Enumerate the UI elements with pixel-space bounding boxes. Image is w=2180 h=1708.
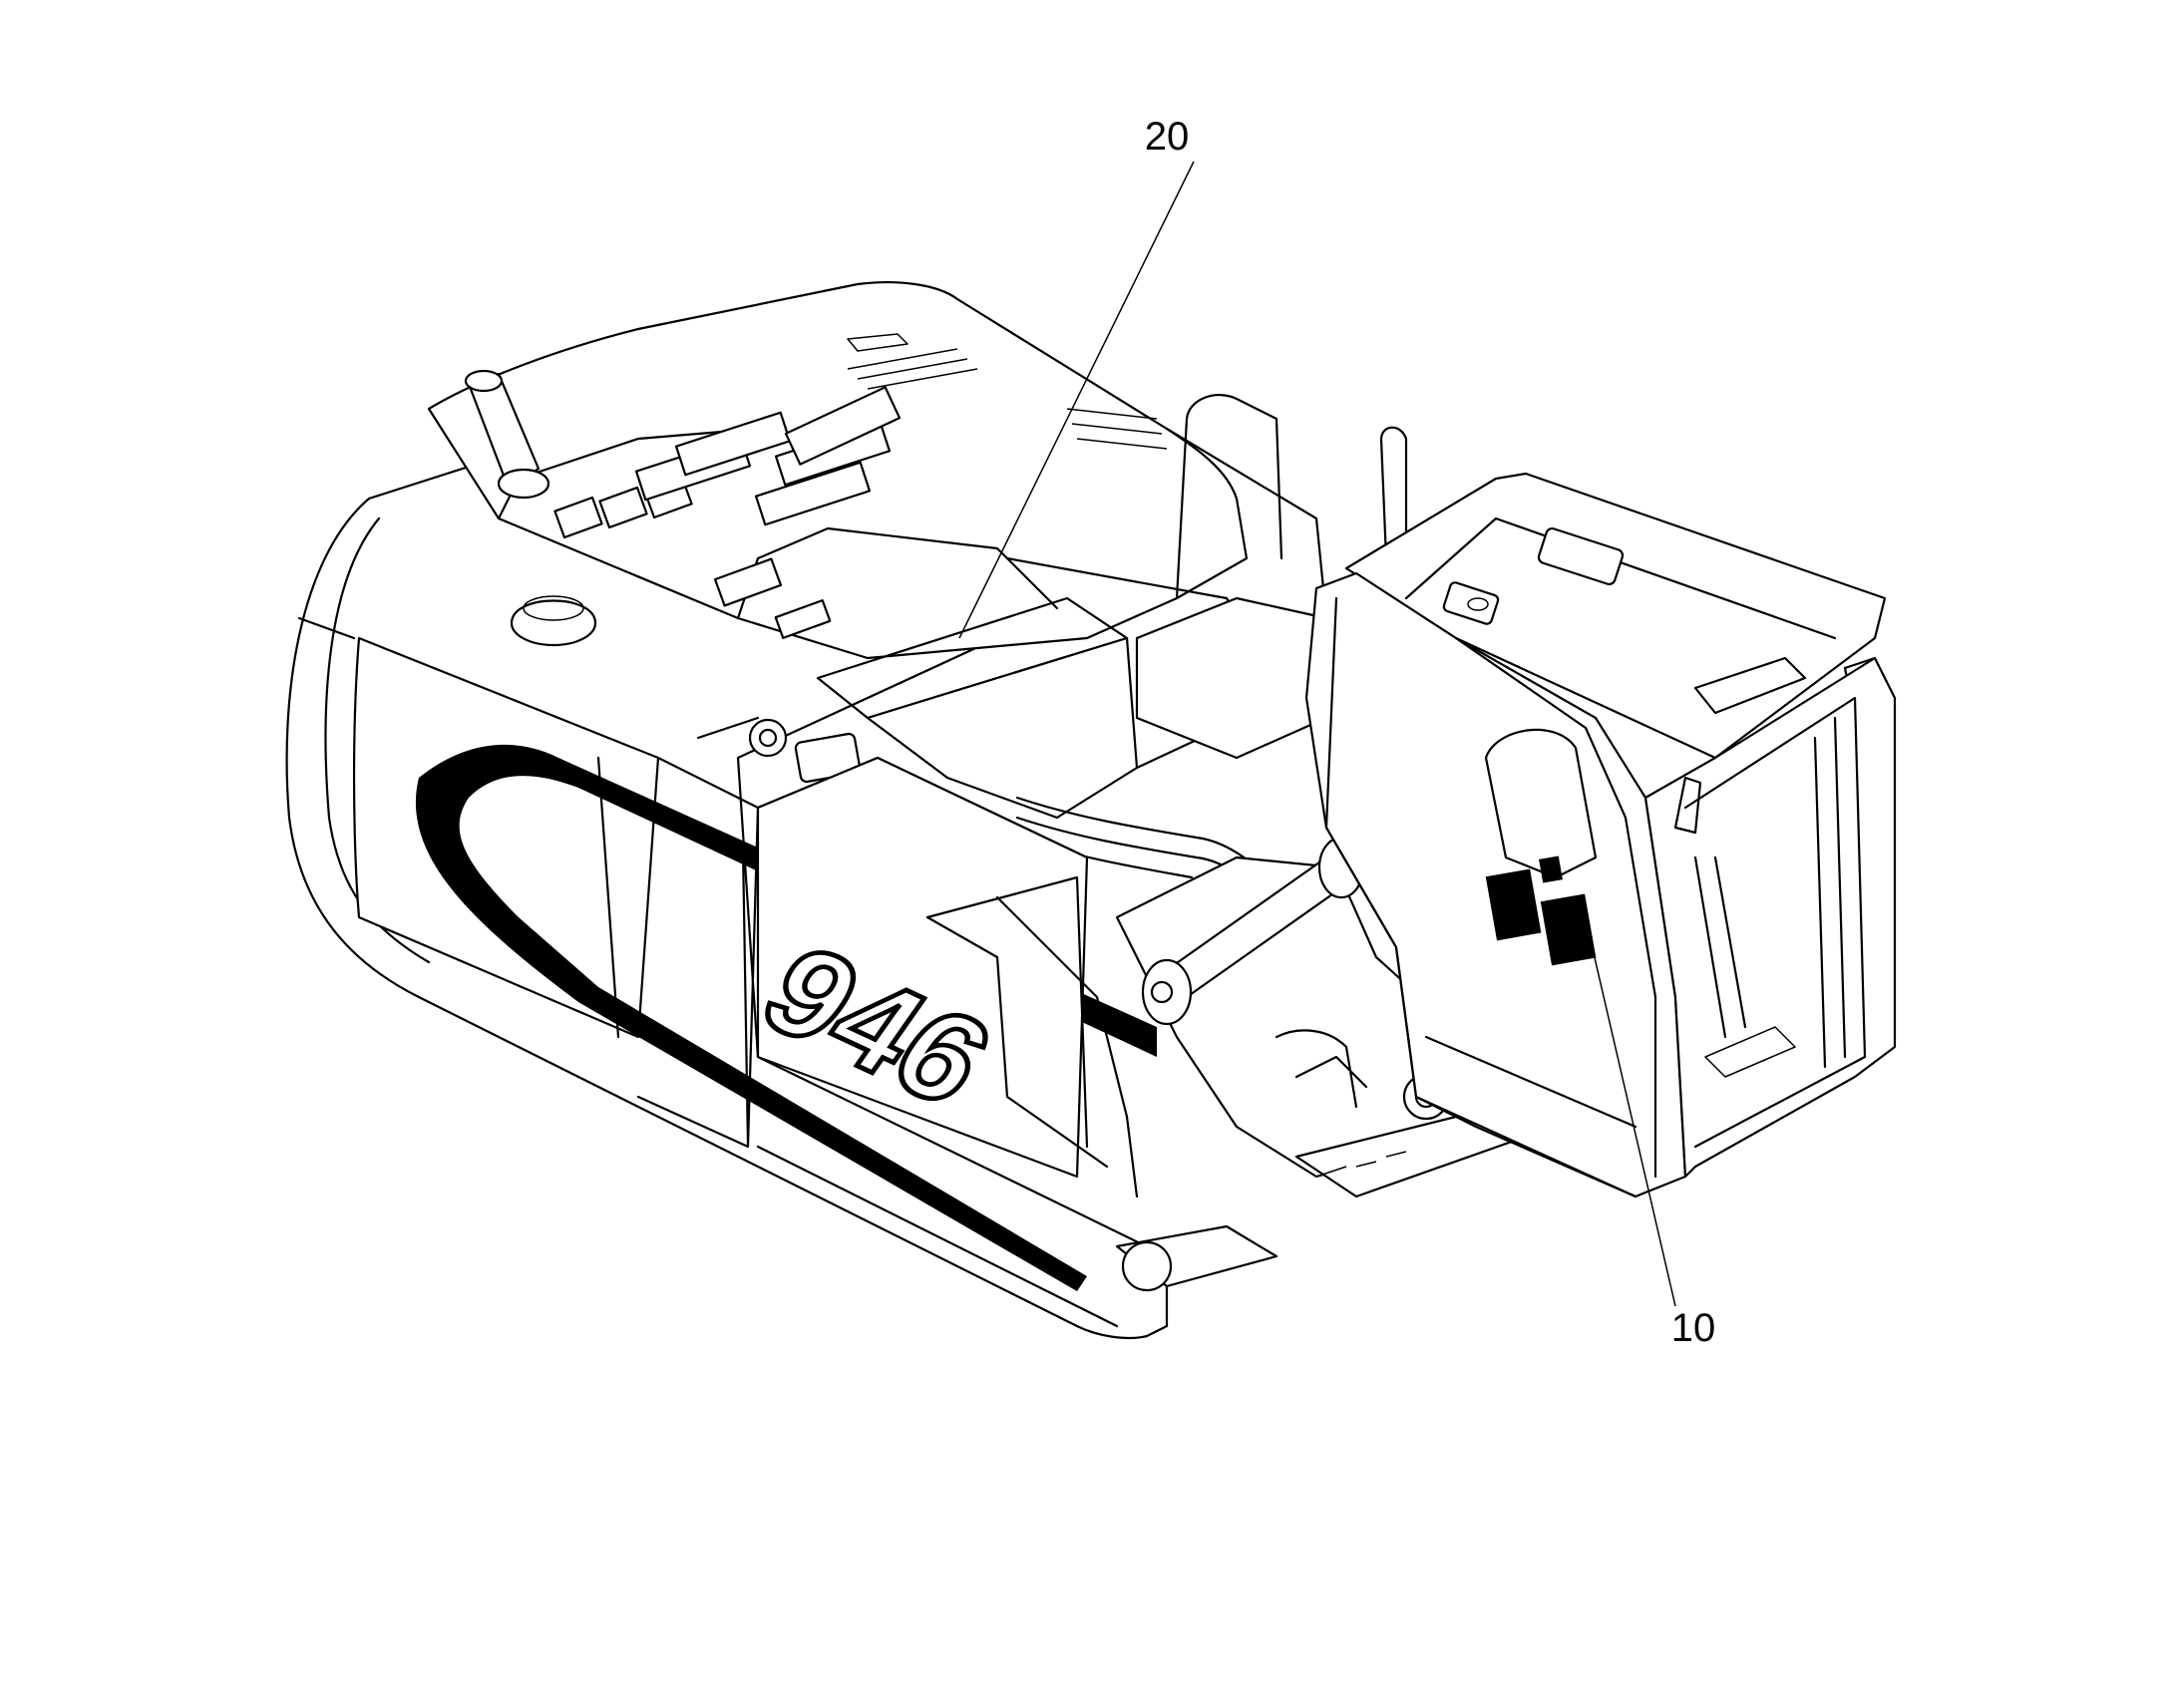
operator-cab xyxy=(1304,472,1897,1198)
exhaust-stack xyxy=(464,369,550,500)
side-tank xyxy=(756,756,1278,1292)
leader-line-20 xyxy=(958,161,1195,639)
hood-vents xyxy=(553,333,1168,639)
leader-line-10 xyxy=(1580,896,1676,1307)
callout-label-10: 10 xyxy=(1671,1306,1716,1350)
callout-20: 20 xyxy=(958,115,1195,639)
callout-label-20: 20 xyxy=(1145,115,1190,159)
air-cleaner-cap xyxy=(510,595,597,647)
callout-10: 10 xyxy=(1580,896,1716,1350)
center-compartment xyxy=(696,394,1408,919)
